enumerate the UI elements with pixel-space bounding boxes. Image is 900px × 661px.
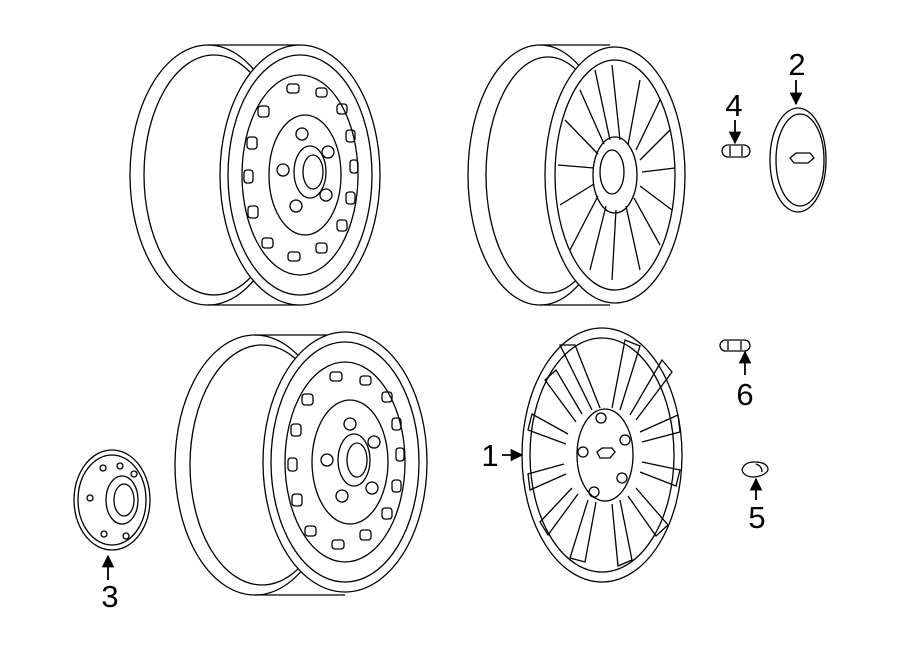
steel-wheel-upper: [129, 44, 381, 306]
wheel-cover-spokes: [527, 339, 681, 567]
lug-nut-cap-6: [719, 339, 751, 352]
bowtie-emblem-icon: [596, 447, 616, 459]
steel-wheel-upper-holes: [243, 83, 359, 262]
steel-wheel-lower: [174, 331, 428, 596]
callout-3: 3: [101, 579, 118, 614]
aluminum-wheel-upper: [467, 44, 686, 306]
steel-wheel-lower-holes: [287, 371, 405, 550]
callout-arrows: [101, 80, 803, 580]
bowtie-emblem-icon: [789, 152, 815, 164]
aluminum-wheel-upper-spokes: [557, 64, 676, 281]
callout-4: 4: [725, 88, 742, 123]
center-cap: [73, 449, 151, 551]
callout-2: 2: [788, 47, 805, 82]
callout-1: 1: [481, 438, 498, 473]
emblem-cap: [769, 107, 827, 213]
callout-6: 6: [736, 377, 753, 412]
lug-nut-cap-4: [721, 144, 751, 158]
valve-stem-5: [741, 461, 769, 478]
wheel-cover: [521, 327, 683, 583]
callout-5: 5: [748, 500, 765, 535]
